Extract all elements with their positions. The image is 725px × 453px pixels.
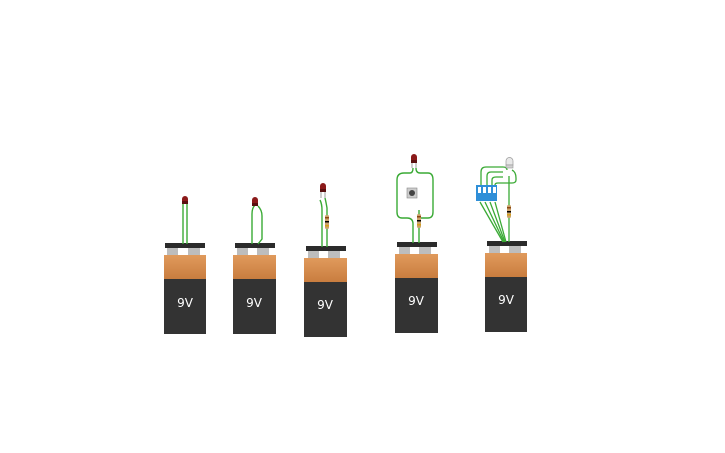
battery-snap-cap [397, 242, 437, 247]
battery-body [164, 278, 206, 334]
battery-snap-cap [165, 243, 205, 248]
battery-9v[interactable]: 9V [395, 242, 438, 333]
battery-snap-cap [235, 243, 275, 248]
circuit-1[interactable]: 9V [164, 196, 206, 334]
wire[interactable] [486, 171, 503, 185]
battery-snap-cap [487, 241, 527, 246]
wire-group[interactable] [251, 204, 263, 245]
led-white[interactable] [505, 157, 514, 169]
battery-9v[interactable]: 9V [233, 243, 276, 334]
circuit-2[interactable]: 9V [233, 197, 276, 334]
wire[interactable] [494, 169, 517, 186]
wire[interactable] [480, 166, 508, 185]
dip-switch-toggle[interactable] [488, 187, 491, 193]
dip-switch-toggle[interactable] [478, 187, 481, 193]
battery-top [304, 258, 347, 282]
battery-terminal-negative[interactable] [509, 245, 521, 253]
push-button[interactable] [406, 187, 418, 199]
wire-group[interactable] [319, 197, 328, 247]
battery-label: 9V [177, 296, 194, 310]
battery-terminal-positive[interactable] [399, 246, 410, 254]
battery-body [233, 278, 276, 334]
led-red[interactable] [252, 197, 258, 206]
led-red[interactable] [182, 196, 188, 204]
circuit-5[interactable]: 9V [476, 157, 527, 332]
wire[interactable] [396, 167, 414, 243]
battery-9v[interactable]: 9V [304, 246, 347, 337]
battery-body [304, 281, 347, 337]
resistor[interactable] [325, 215, 329, 229]
wire[interactable] [324, 197, 328, 215]
battery-snap-cap [306, 246, 346, 251]
battery-terminal-positive[interactable] [237, 247, 248, 255]
battery-terminal-negative[interactable] [419, 246, 431, 254]
wire[interactable] [484, 201, 505, 243]
battery-label: 9V [246, 296, 263, 310]
battery-terminal-positive[interactable] [167, 247, 178, 255]
battery-terminal-negative[interactable] [257, 247, 269, 255]
battery-terminal-negative[interactable] [188, 247, 200, 255]
battery-9v[interactable]: 9V [164, 243, 206, 334]
wire[interactable] [319, 199, 323, 247]
dip-switch-toggle[interactable] [483, 187, 486, 193]
battery-top [395, 254, 438, 278]
wire[interactable] [491, 176, 503, 185]
wire-group[interactable] [479, 166, 517, 243]
battery-label: 9V [317, 298, 334, 312]
battery-terminal-negative[interactable] [328, 250, 340, 258]
resistor[interactable] [507, 205, 511, 218]
wire[interactable] [489, 201, 506, 243]
battery-9v[interactable]: 9V [485, 241, 527, 332]
battery-terminal-positive[interactable] [308, 250, 319, 258]
wire-group[interactable] [396, 167, 434, 243]
battery-terminal-positive[interactable] [489, 245, 500, 253]
wire[interactable] [479, 201, 504, 243]
resistor[interactable] [417, 214, 421, 228]
led-red[interactable] [411, 154, 417, 168]
wire[interactable] [415, 167, 434, 219]
wire[interactable] [251, 204, 256, 244]
battery-top [233, 255, 276, 279]
dip-switch[interactable] [476, 185, 497, 201]
battery-label: 9V [498, 293, 515, 307]
dip-switch-toggle[interactable] [493, 187, 496, 193]
wire[interactable] [257, 205, 263, 245]
battery-body [395, 277, 438, 333]
led-red[interactable] [320, 183, 326, 198]
battery-body [485, 276, 527, 332]
circuit-3[interactable]: 9V [304, 183, 347, 337]
battery-label: 9V [408, 294, 425, 308]
wire[interactable] [494, 201, 507, 243]
battery-top [164, 255, 206, 279]
wire-group[interactable] [182, 203, 188, 244]
circuit-4[interactable]: 9V [395, 154, 438, 333]
battery-top [485, 253, 527, 277]
